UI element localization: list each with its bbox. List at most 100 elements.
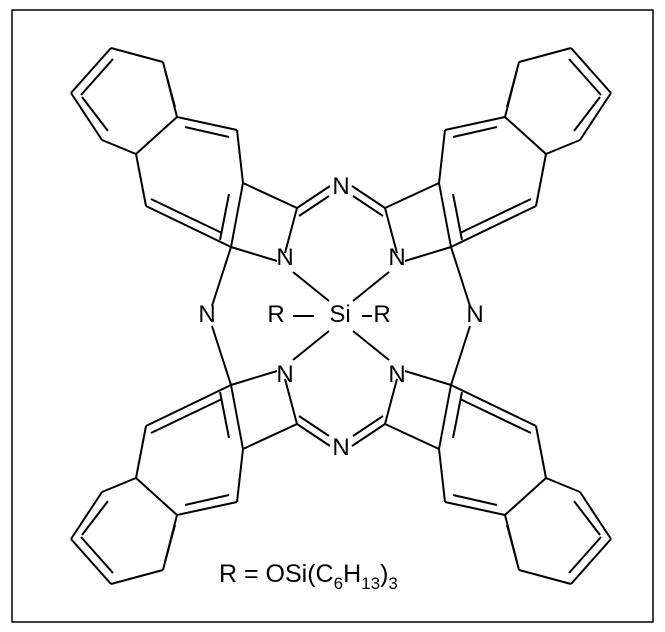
bond-tr-20: [568, 58, 602, 96]
bond-bl-0: [296, 423, 331, 447]
bond-bl-20: [80, 536, 114, 574]
bond-br-7: [450, 325, 471, 386]
bond-tl-11: [135, 153, 147, 207]
silicon-center: Si: [329, 301, 350, 328]
pyrrole-nitrogen-bottom-left: N: [276, 361, 293, 388]
bond-br-11: [535, 425, 547, 479]
bond-bl-14: [184, 494, 230, 506]
bond-tl-22: [164, 69, 176, 108]
bond-bl-9: [176, 501, 238, 516]
formula-close-paren: ): [380, 560, 388, 588]
bond-br-23: [352, 330, 390, 361]
bond-br-9: [444, 501, 506, 516]
bond-br-6: [404, 370, 452, 386]
bond-tl-14: [184, 126, 230, 138]
bond-br-4: [438, 384, 452, 450]
bond-br-15: [545, 477, 581, 493]
bond-tr-21: [573, 96, 601, 132]
bond-bl-21: [81, 500, 109, 536]
bond-tr-9: [444, 116, 506, 131]
bond-tl-12: [145, 205, 232, 248]
bond-br-3: [384, 423, 440, 450]
meso-nitrogen-right: N: [466, 301, 483, 328]
bond-bl-10: [135, 477, 178, 516]
bond-bl-8: [236, 448, 244, 503]
bond-br-8: [438, 448, 446, 503]
meso-nitrogen-top: N: [332, 173, 349, 200]
bond-tl-6: [230, 246, 278, 262]
pyrrole-nitrogen-top-left: N: [276, 244, 293, 271]
bond-tr-16: [579, 92, 612, 141]
bond-tl-15: [101, 139, 137, 155]
bond-bl-11: [135, 425, 147, 479]
bond-tl-4: [230, 182, 244, 248]
bond-tl-13: [150, 198, 223, 234]
bond-tr-18: [518, 47, 572, 63]
formula-hydrogen: H: [343, 560, 361, 588]
bond-tr-14: [452, 126, 498, 138]
bond-tr-17: [570, 47, 612, 94]
bond-bl-17: [70, 538, 112, 585]
bond-tl-21: [81, 96, 109, 132]
bond-bl-13: [150, 398, 223, 434]
bond-br-1: [352, 415, 384, 437]
bond-bl-4: [230, 384, 244, 450]
bond-tr-7: [450, 246, 471, 307]
bond-br-10: [504, 477, 547, 516]
bond-tr-13: [459, 198, 532, 234]
bond-tl-7: [211, 246, 232, 307]
formula-subscript-count: 3: [388, 574, 397, 593]
bond-br-17: [570, 538, 612, 585]
bond-br-18: [518, 569, 572, 585]
bond-tr-3: [384, 182, 440, 209]
bond-tl-18: [110, 47, 164, 63]
bond-tl-17: [70, 47, 112, 94]
formula-subscript-carbon: 6: [334, 574, 343, 593]
bond-tr-11: [535, 153, 547, 207]
bond-tr-2: [384, 207, 398, 254]
pyrrole-nitrogen-bottom-right: N: [388, 361, 405, 388]
bond-tl-10: [135, 116, 178, 155]
formula-prefix: R = OSi(C: [219, 560, 334, 588]
bond-bl-23: [292, 330, 330, 361]
bond-tl-8: [236, 129, 244, 184]
bond-tr-6: [404, 246, 452, 262]
bond-bl-3: [242, 423, 298, 450]
bond-tl-9: [176, 116, 238, 131]
bond-tl-2: [284, 207, 298, 254]
ligand-formula: R = OSi(C6H13)3: [219, 560, 398, 593]
bond-br-2: [384, 378, 398, 425]
bond-tl-3: [242, 182, 298, 209]
bond-bl-22: [164, 524, 176, 563]
bond-bl-1: [298, 415, 330, 437]
bond-bl-12: [145, 384, 232, 427]
bond-lines: [70, 47, 612, 585]
formula-subscript-hydrogen: 13: [361, 574, 380, 593]
figure-frame: [11, 9, 654, 623]
bond-tr-4: [438, 182, 452, 248]
bond-br-13: [459, 398, 532, 434]
bond-br-14: [452, 494, 498, 506]
meso-nitrogen-left: N: [198, 301, 215, 328]
bond-bl-18: [110, 569, 164, 585]
bond-tr-12: [450, 205, 537, 248]
bond-br-21: [573, 500, 601, 536]
bond-br-20: [568, 536, 602, 574]
bond-tl-23: [292, 271, 330, 302]
bond-tr-22: [506, 69, 518, 108]
bond-tr-10: [504, 116, 547, 155]
bond-bl-16: [70, 491, 103, 540]
bond-tl-1: [298, 195, 330, 217]
bond-tl-0: [296, 185, 331, 209]
pyrrole-nitrogen-top-right: N: [388, 244, 405, 271]
bond-tr-23: [352, 271, 390, 302]
axial-ligand-right: R: [373, 301, 390, 328]
bond-tr-8: [438, 129, 446, 184]
bond-tl-16: [70, 92, 103, 141]
bond-bl-15: [101, 477, 137, 493]
meso-nitrogen-bottom: N: [332, 434, 349, 461]
bond-br-0: [351, 423, 386, 447]
bond-br-16: [579, 491, 612, 540]
